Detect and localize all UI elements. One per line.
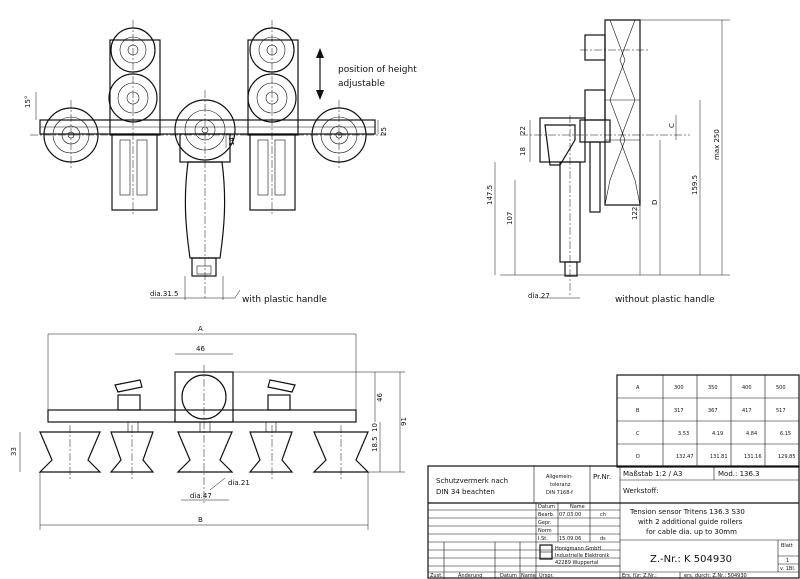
- dimension-table: A 300 350 400 500 B 317 367 417 517 C 3.…: [616, 374, 800, 468]
- sheet-number: 1: [786, 558, 789, 564]
- table-cell: 131.81: [710, 454, 728, 460]
- dim-max-250: max 250: [713, 129, 721, 160]
- datum-header: Datum: [538, 504, 555, 510]
- table-cell: 4.84: [746, 431, 757, 437]
- footer-ers-fuer: Ers. für: Z.Nr.:: [622, 573, 657, 579]
- dim-18: 18: [519, 147, 527, 156]
- dim-22: 22: [519, 126, 527, 135]
- dim-159-5: 159.5: [691, 175, 699, 195]
- dim-14: 14: [228, 137, 236, 146]
- dim-91: 91: [400, 417, 408, 426]
- mod-number: Mod.: 136.3: [718, 470, 760, 478]
- table-row-label: D: [636, 454, 640, 460]
- footer-aenderung: Änderung: [458, 572, 482, 579]
- table-cell: 129.85: [778, 454, 796, 460]
- description-line-1: Tension sensor Tritens 136.3 S30: [629, 508, 745, 516]
- table-cell: 367: [708, 408, 718, 414]
- with-handle-label: with plastic handle: [242, 295, 327, 305]
- lst-name: ds: [600, 536, 606, 542]
- company-line-3: 42289 Wuppertal: [555, 560, 598, 566]
- description-line-2: with 2 additional guide rollers: [638, 518, 743, 526]
- dim-15deg: 15°: [24, 96, 32, 108]
- dim-46-side: 46: [376, 393, 384, 402]
- company-line-2: Industrielle Elektronik: [555, 553, 610, 559]
- footer-urspr: Urspr.: [539, 573, 554, 579]
- pr-nr: Pr.Nr.: [593, 473, 611, 481]
- drawing-number: Z.-Nr.: K 504930: [650, 554, 732, 565]
- scale: Maßstab 1:2 / A3: [623, 470, 682, 478]
- lst-date: 15.09.06: [559, 536, 581, 542]
- dim-25: 25: [380, 127, 388, 136]
- table-cell: 4.19: [712, 431, 723, 437]
- sheet-total: v. 1Bl.: [780, 566, 796, 572]
- dim-d: D: [651, 200, 659, 205]
- footer-name: Name: [521, 573, 536, 579]
- table-cell: 131.16: [744, 454, 762, 460]
- dia-27-label: dia.27: [528, 292, 550, 300]
- dia-31-5-label: dia.31.5: [150, 290, 179, 298]
- table-cell: 350: [708, 385, 718, 391]
- bearb-label: Bearb.: [538, 512, 555, 518]
- table-cell: 317: [674, 408, 684, 414]
- table-cell: 132.47: [676, 454, 694, 460]
- tolerance-2: toleranz: [550, 482, 571, 488]
- dim-b: B: [198, 516, 203, 524]
- norm-label: Norm: [538, 528, 552, 534]
- bearb-date: 07.03.00: [559, 512, 581, 518]
- table-cell: 300: [674, 385, 684, 391]
- description-line-3: for cable dia. up to 30mm: [646, 528, 737, 536]
- gepr-label: Gepr.: [538, 520, 552, 526]
- dim-147-5: 147.5: [486, 185, 494, 205]
- dim-18-5: 18.5: [371, 436, 379, 452]
- height-note-line-2: adjustable: [338, 79, 385, 89]
- footer-ers-durch: ers. durch: Z.Nr.: 504930: [684, 573, 747, 579]
- table-cell: 500: [776, 385, 786, 391]
- footer-zust: Zust.: [430, 573, 443, 579]
- table-cell: 517: [776, 408, 786, 414]
- material-label: Werkstoff:: [623, 487, 659, 495]
- protection-note-2: DIN 34 beachten: [436, 488, 495, 496]
- table-row-label: A: [636, 385, 640, 391]
- table-cell: 417: [742, 408, 752, 414]
- front-view-labels: position of height adjustable 15° 25 14 …: [24, 65, 417, 305]
- dia-47-label: dia.47: [190, 492, 212, 500]
- title-block: Schutzvermerk nach DIN 34 beachten Allge…: [427, 465, 800, 579]
- bottom-view: [19, 333, 405, 530]
- front-view: [30, 20, 385, 300]
- table-row-label: C: [636, 431, 640, 437]
- dim-10: 10: [371, 423, 379, 432]
- table-row-label: B: [636, 408, 640, 414]
- company-name: Honigmann GmbH: [555, 546, 601, 552]
- bottom-view-labels: A 46 B 33 46 91 18.5 10 dia.47 dia.21: [10, 325, 408, 524]
- sheet-label: Blatt: [781, 543, 793, 549]
- bearb-name: ch: [600, 512, 606, 518]
- footer-datum: Datum: [500, 573, 517, 579]
- dia-21-label: dia.21: [228, 479, 250, 487]
- height-note-line-1: position of height: [338, 65, 417, 75]
- dim-107: 107: [506, 212, 514, 225]
- name-header: Name: [570, 504, 585, 510]
- table-cell: 3.53: [678, 431, 689, 437]
- lst-label: I.St.: [538, 536, 548, 542]
- dim-c: C: [668, 123, 676, 128]
- table-cell: 6.15: [780, 431, 791, 437]
- table-cell: 400: [742, 385, 752, 391]
- without-handle-label: without plastic handle: [615, 295, 715, 305]
- side-view-labels: 22 18 147.5 107 122 D 159.5 max 250 C di…: [486, 123, 721, 305]
- dim-a: A: [198, 325, 203, 333]
- side-view: [494, 19, 730, 299]
- dim-46-top: 46: [196, 345, 205, 353]
- protection-note-1: Schutzvermerk nach: [436, 477, 508, 485]
- tolerance-1: Allgemein-: [546, 474, 573, 480]
- dim-122: 122: [631, 207, 639, 220]
- dim-33: 33: [10, 447, 18, 456]
- tolerance-3: DIN 7168-f: [546, 490, 573, 496]
